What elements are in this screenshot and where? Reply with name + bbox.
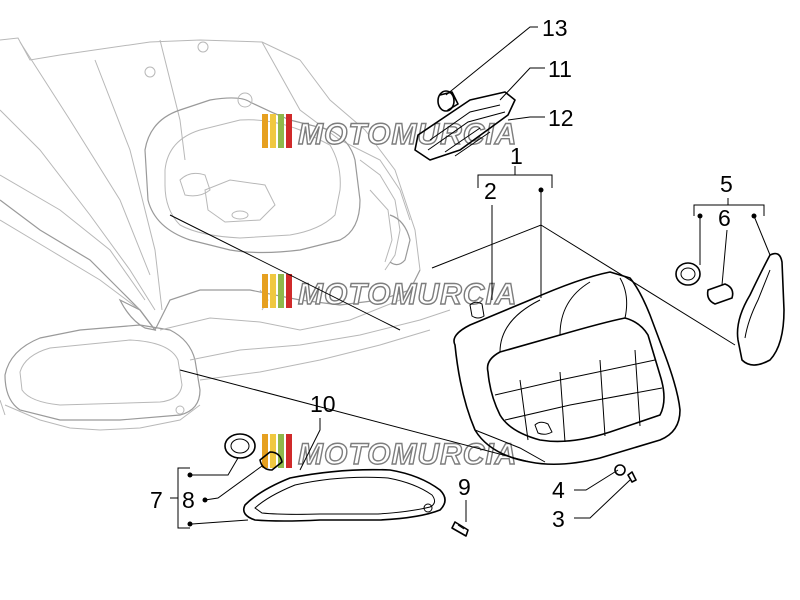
watermark-bottom: MOTOMURCIA [262, 434, 517, 472]
side-reflector [675, 252, 785, 366]
leader-lines [169, 26, 771, 529]
callout-4: 4 [552, 477, 565, 503]
callout-12: 12 [548, 105, 574, 131]
leader-dots [187, 187, 757, 527]
plate-light-gasket [224, 433, 446, 522]
callout-1: 1 [510, 143, 523, 169]
callout-3: 3 [552, 506, 565, 532]
callout-numbers: 13 11 12 1 2 5 6 10 9 7 8 4 3 [150, 15, 733, 532]
screw-and-washer [451, 464, 637, 537]
bulb-holder-upper [414, 90, 516, 161]
scooter-body-background [0, 37, 451, 431]
watermark-text-bottom: MOTOMURCIA [298, 438, 517, 471]
callout-8: 8 [182, 487, 195, 513]
callout-2: 2 [484, 178, 497, 204]
callout-10: 10 [310, 391, 336, 417]
callout-9: 9 [458, 474, 471, 500]
callout-13: 13 [542, 15, 568, 41]
watermark-text-middle: MOTOMURCIA [298, 278, 517, 311]
watermark-middle: MOTOMURCIA [262, 274, 517, 312]
callout-5: 5 [720, 171, 733, 197]
callout-6: 6 [718, 205, 731, 231]
callout-11: 11 [548, 56, 572, 82]
tail-light-assembly [453, 271, 681, 466]
watermark-text-top: MOTOMURCIA [298, 118, 517, 151]
watermark-top: MOTOMURCIA [262, 114, 517, 152]
callout-7: 7 [150, 487, 163, 513]
